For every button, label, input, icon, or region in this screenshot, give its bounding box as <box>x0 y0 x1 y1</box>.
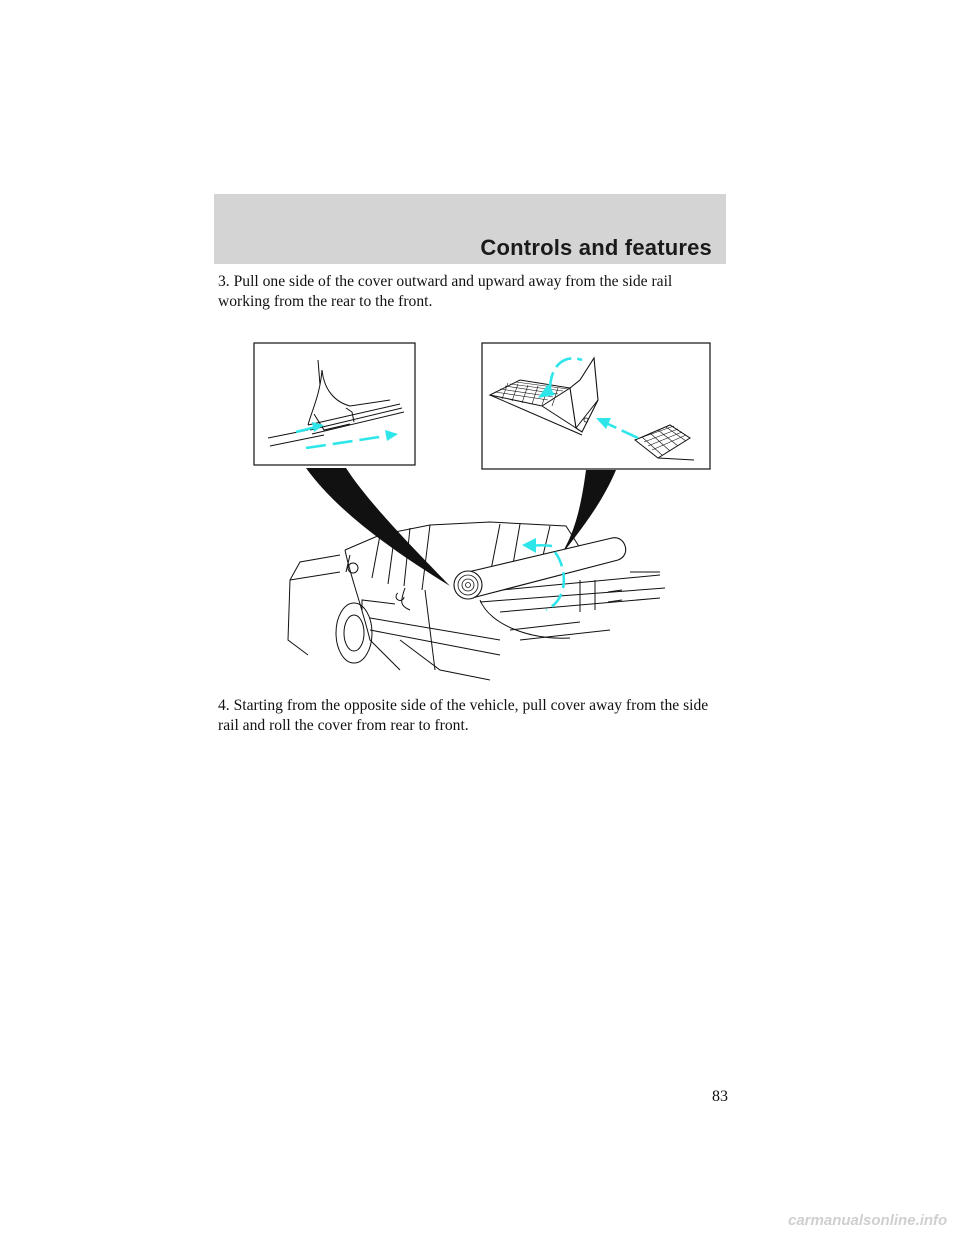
watermark: carmanualsonline.info <box>788 1212 948 1229</box>
pickup-truck <box>287 521 666 681</box>
rolled-tonneau-cover <box>453 537 627 612</box>
tonneau-cover-illustration <box>250 340 720 685</box>
page-number: 83 <box>712 1088 728 1105</box>
cover-clamp-detail-inset <box>481 342 711 470</box>
section-title: Controls and features <box>480 235 712 260</box>
side-rail-detail-inset <box>253 342 416 466</box>
step-3-text: 3. Pull one side of the cover outward an… <box>218 273 673 310</box>
section-header-band: Controls and features <box>214 194 726 264</box>
callout-pointers <box>306 468 616 586</box>
step-4-text: 4. Starting from the opposite side of th… <box>218 697 709 734</box>
